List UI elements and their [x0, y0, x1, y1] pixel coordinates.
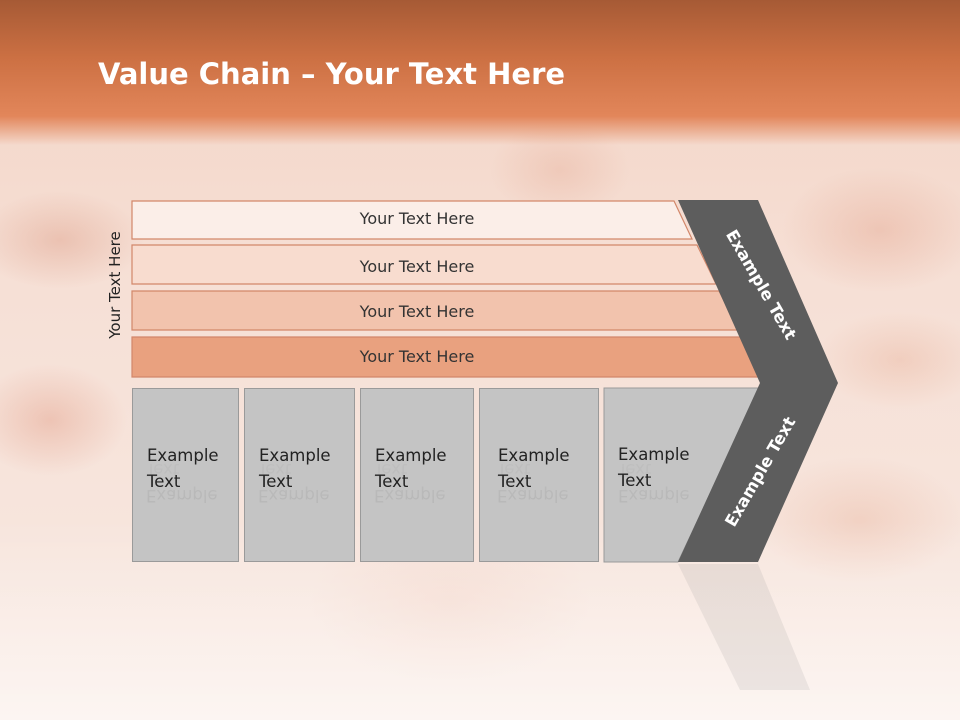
header-band — [0, 0, 960, 145]
col2-line2: Text — [259, 472, 293, 491]
col3-line2: Text — [375, 472, 409, 491]
support-bar-label-1: Your Text Here — [359, 209, 475, 228]
ref4-line1: Example — [497, 486, 569, 505]
support-bar-1 — [131, 200, 693, 240]
ref3-line2: Text — [374, 460, 408, 479]
col2-line1: Example — [259, 446, 331, 465]
slide-title: Value Chain – Your Text Here — [98, 54, 565, 94]
col5-line1: Example — [618, 445, 690, 464]
col1-line1: Example — [147, 446, 219, 465]
margin-arrow — [678, 200, 838, 562]
col4-line1: Example — [498, 446, 570, 465]
support-bar-label-2: Your Text Here — [359, 257, 475, 276]
margin-arrow-reflection — [678, 564, 810, 690]
support-bar-label-3: Your Text Here — [359, 302, 475, 321]
ref2-line1: Example — [258, 486, 330, 505]
title-bold: Value Chain — [98, 57, 291, 91]
ref2-line2: Text — [258, 460, 292, 479]
col4-line2: Text — [498, 472, 532, 491]
ref1-line2: Text — [146, 460, 180, 479]
ref4-line2: Text — [497, 460, 531, 479]
title-rest: – Your Text Here — [290, 57, 566, 91]
ref5-line1: Example — [618, 486, 690, 505]
ref1-line1: Example — [146, 486, 218, 505]
col3-line1: Example — [375, 446, 447, 465]
ref5-line2: Text — [618, 460, 652, 479]
support-bar-label-4: Your Text Here — [359, 347, 475, 366]
ref3-line1: Example — [374, 486, 446, 505]
col1-line2: Text — [147, 472, 181, 491]
col5-line2: Text — [618, 471, 652, 490]
